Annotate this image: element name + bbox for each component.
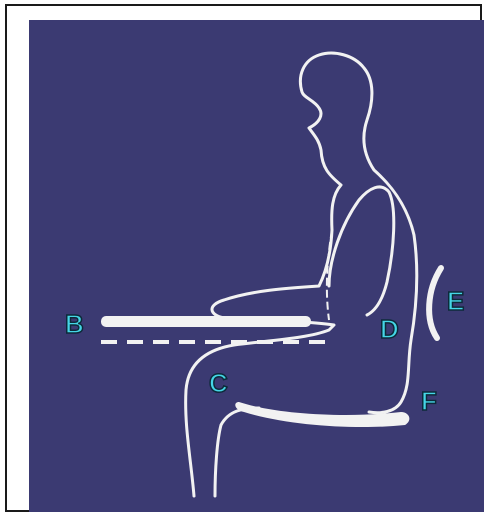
posture-diagram-panel: B C D E F <box>29 20 484 512</box>
lumbar-backrest <box>429 268 441 338</box>
keyboard-tray <box>101 316 311 327</box>
seat-cushion <box>235 402 409 427</box>
label-e: E <box>447 286 464 316</box>
arm-outline <box>329 187 394 315</box>
image-frame: B C D E F <box>5 4 482 512</box>
label-d: D <box>380 314 399 344</box>
label-b: B <box>65 309 84 339</box>
seated-posture-diagram: B C D E F <box>29 20 484 512</box>
label-c: C <box>209 368 228 398</box>
leg-outline <box>215 408 259 496</box>
label-f: F <box>421 386 437 416</box>
